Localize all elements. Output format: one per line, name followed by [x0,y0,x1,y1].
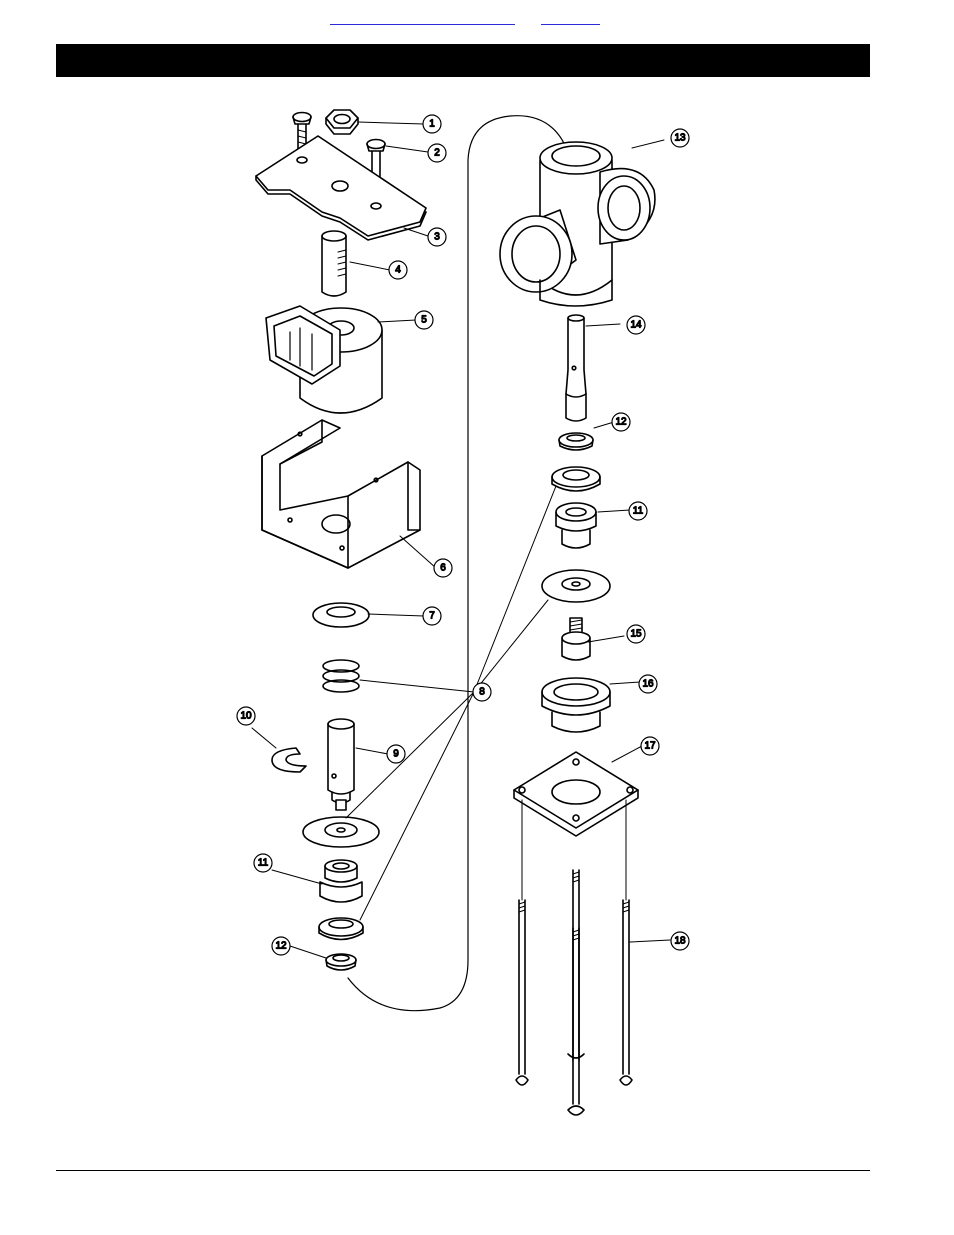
spring [323,660,359,692]
callout-8: 8 [473,683,491,701]
flange-plate [514,752,638,836]
mounting-plate [256,136,426,240]
svg-text:8: 8 [479,687,485,698]
footer-rule [56,1170,870,1171]
callout-12-right: 12 [612,413,630,431]
callout-4: 4 [389,261,407,279]
svg-text:5: 5 [421,315,427,326]
callout-5: 5 [415,311,433,329]
valve-seat-left [320,860,362,902]
bonnet-cap [542,678,610,732]
small-ring-left [326,954,356,970]
valve-stem [566,315,586,421]
washer [313,603,369,627]
svg-text:9: 9 [393,749,399,760]
piston [562,618,590,660]
callout-7: 7 [423,607,441,625]
callout-11-right: 11 [629,502,647,520]
svg-text:10: 10 [240,711,252,722]
callout-17: 17 [641,737,659,755]
diaphragm-left [303,817,379,847]
callout-14: 14 [627,316,645,334]
callout-16: 16 [639,675,657,693]
tie-rod-center-front [568,928,584,1115]
tie-rod-right [620,800,632,1085]
svg-text:12: 12 [275,941,287,952]
ring-left [319,918,363,940]
svg-text:7: 7 [429,611,435,622]
callout-3: 3 [428,228,446,246]
svg-text:15: 15 [630,629,642,640]
callout-13: 13 [671,129,689,147]
svg-text:4: 4 [395,265,401,276]
svg-text:18: 18 [674,936,686,947]
callout-12-left: 12 [272,937,290,955]
solenoid-coil [266,306,382,413]
e-clip [272,748,306,772]
callout-18: 18 [671,932,689,950]
plunger-tube [322,231,346,296]
callout-15: 15 [627,625,645,643]
coil-bracket [262,420,420,568]
callout-1: 1 [423,115,441,133]
svg-text:13: 13 [674,133,686,144]
svg-text:12: 12 [615,417,627,428]
plunger [328,719,354,810]
diaphragm-right [542,570,610,602]
svg-text:1: 1 [429,119,435,130]
callout-11-left: 11 [254,854,272,872]
svg-text:11: 11 [258,858,269,869]
small-ring-right [559,433,593,450]
valve-body [500,142,655,306]
callout-10: 10 [237,707,255,725]
svg-text:11: 11 [633,506,644,517]
callout-2: 2 [428,144,446,162]
tie-rod-center-back [568,870,584,1060]
svg-text:3: 3 [434,232,440,243]
callout-9: 9 [387,745,405,763]
svg-text:14: 14 [630,320,642,331]
callout-6: 6 [434,559,452,577]
ring-right [552,467,600,491]
tie-rod-left [516,800,528,1085]
svg-text:6: 6 [440,563,446,574]
svg-text:17: 17 [644,741,656,752]
hex-nut [326,110,358,134]
svg-text:2: 2 [434,148,440,159]
svg-text:16: 16 [642,679,654,690]
valve-seat-right [556,503,596,548]
